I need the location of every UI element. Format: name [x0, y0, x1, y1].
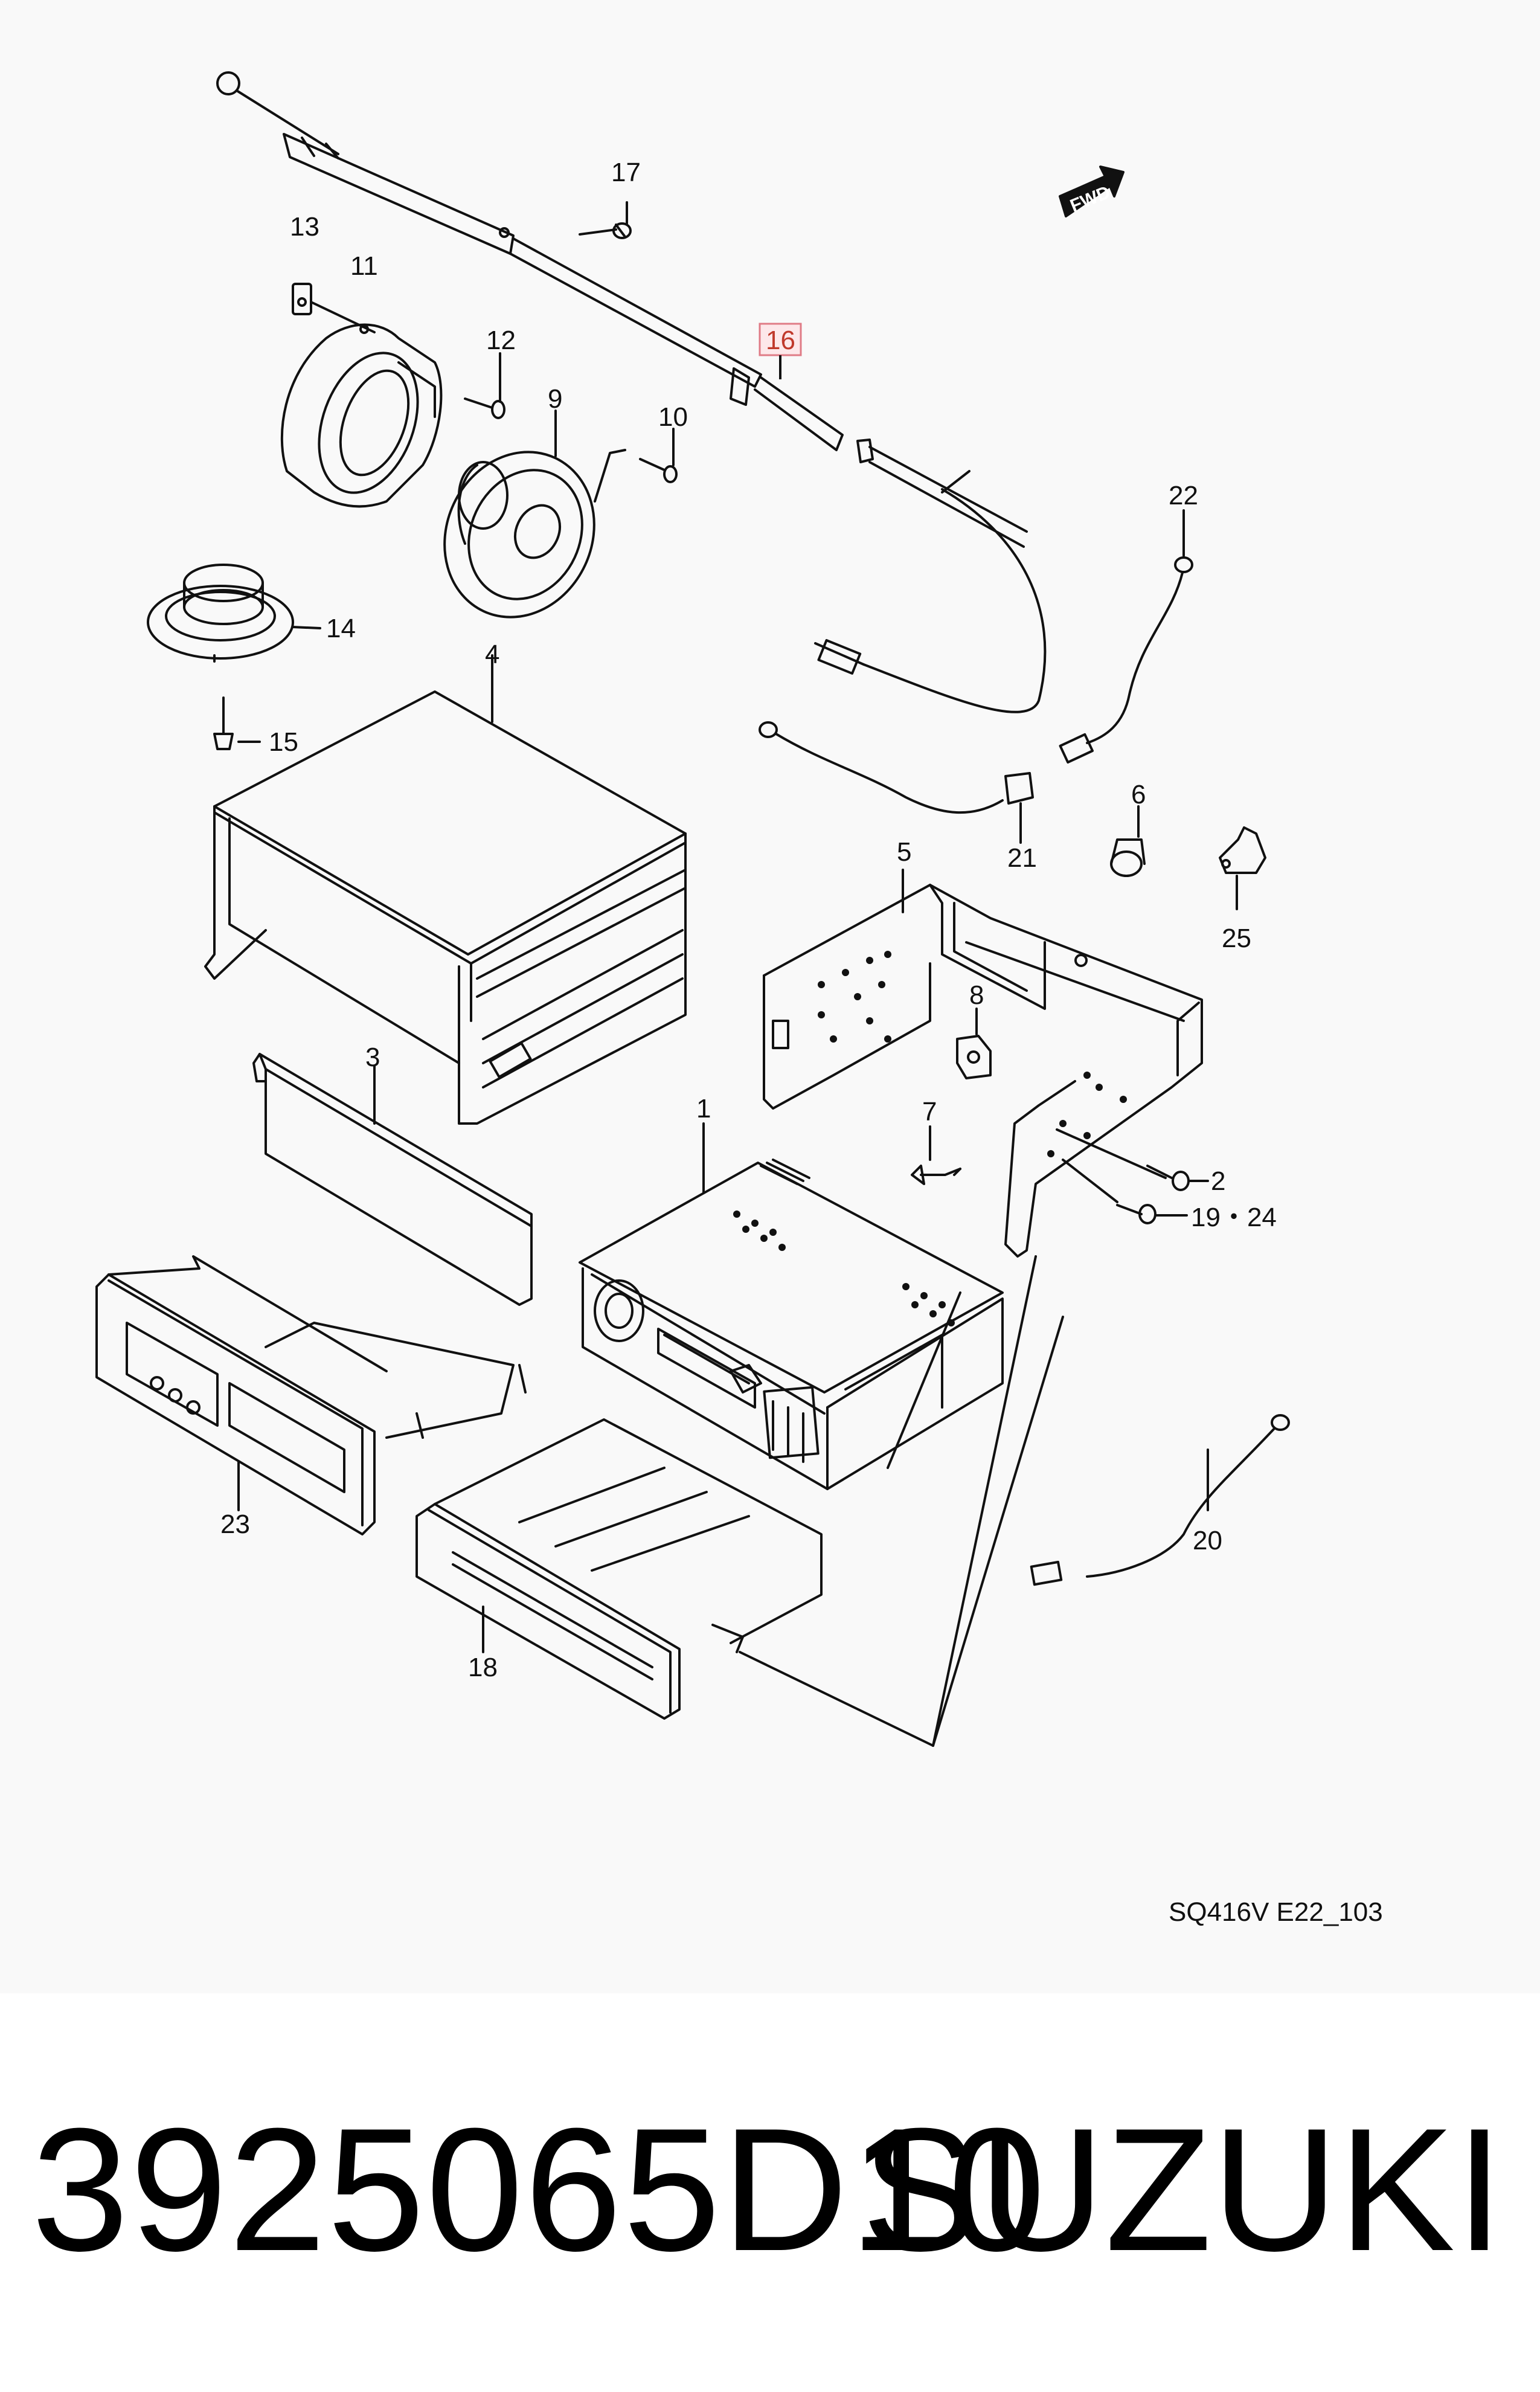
part-17-screw: [579, 201, 632, 239]
fwd-badge: FWD: [1059, 166, 1125, 217]
part-20-ground-wire: [1030, 1414, 1290, 1586]
part-18-lower-bezel: [415, 1418, 823, 1720]
part-10-screw: [639, 428, 678, 483]
part-7-screw: [911, 1125, 961, 1185]
callout-23: 23: [220, 1509, 250, 1539]
callout-14: 14: [326, 614, 356, 643]
vent-holes: [733, 1210, 955, 1326]
part-21-lead-wire: [759, 721, 1034, 844]
callout-18: 18: [468, 1653, 498, 1682]
callout-1: 1: [696, 1094, 711, 1124]
callout-13: 13: [290, 212, 319, 242]
parts-diagram-panel: Plan 103: [95, 0, 1383, 1927]
part-11-speaker-bracket: [280, 323, 443, 508]
callout-20: 20: [1193, 1526, 1222, 1555]
callout-16: 16: [766, 326, 795, 355]
callout-25: 25: [1222, 924, 1251, 953]
figure-code: SQ416V E22_103: [1169, 1897, 1383, 1927]
callout-7: 7: [922, 1097, 937, 1127]
callout-11: 11: [350, 251, 378, 281]
callout-10: 10: [658, 402, 688, 432]
callout-9: 9: [548, 384, 562, 414]
part-8-nut: [956, 1008, 992, 1079]
part-1-radio-unit: [579, 1122, 1004, 1490]
callout-16-highlight: 16: [759, 323, 802, 379]
part-13-clip: [292, 283, 376, 333]
part-19-24-screw: [1062, 1159, 1188, 1224]
antenna-mast: [216, 71, 1028, 548]
callout-labels: 1 2 3 4 5 6 7 8 9 10 11 12 13 14 15 16 1…: [220, 158, 1277, 1682]
brand-name: SUZUKI: [861, 2092, 1504, 2288]
header-partial-text: Plan 103: [166, 0, 271, 5]
part-5-bracket: [763, 869, 1203, 1258]
callout-3: 3: [365, 1043, 380, 1072]
footer-band: [0, 1993, 1540, 2392]
antenna-cable: [814, 488, 1047, 713]
exploded-parts-diagram: Plan 103: [95, 0, 1383, 1927]
bracket-holes: [818, 951, 1127, 1157]
part-6-grommet: [1110, 805, 1146, 877]
callout-17: 17: [611, 158, 641, 187]
callout-19-24: 19・24: [1191, 1203, 1277, 1232]
callout-21: 21: [1007, 843, 1037, 873]
callout-5: 5: [897, 837, 911, 867]
leader-lines: [739, 1255, 1064, 1747]
part-3-panel: [252, 1053, 533, 1306]
part-12-screw: [464, 352, 505, 419]
callout-4: 4: [485, 640, 499, 669]
part-4-housing: [204, 654, 687, 1125]
callout-6: 6: [1131, 780, 1146, 809]
callout-2: 2: [1211, 1166, 1225, 1196]
callout-12: 12: [486, 326, 516, 355]
part-number: 3925065D10: [31, 2092, 1047, 2288]
part-15-screw: [213, 696, 261, 750]
part-25-clip: [1219, 826, 1266, 910]
part-2-screw: [1056, 1128, 1209, 1191]
callout-15: 15: [269, 727, 298, 757]
callout-22: 22: [1169, 481, 1198, 510]
part-14-tweeter: [147, 564, 321, 663]
part-9-speaker: [443, 410, 626, 619]
callout-8: 8: [969, 980, 984, 1010]
part-22-ground-wire: [1059, 509, 1193, 764]
part-23-bezel: [95, 1255, 527, 1535]
